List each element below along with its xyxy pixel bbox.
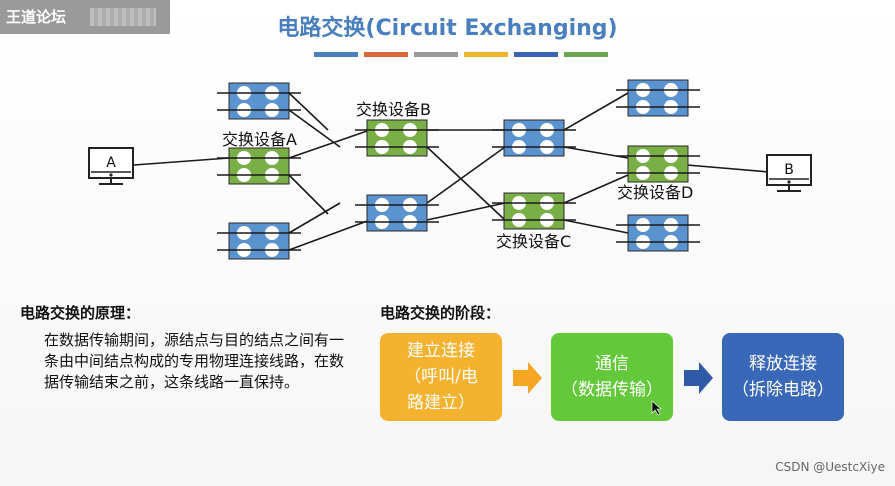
link (288, 219, 371, 251)
link (426, 202, 506, 221)
color-bar-segment (414, 52, 458, 57)
link (426, 146, 506, 221)
stage-release-box: 释放连接 （拆除电路） (722, 333, 844, 421)
host-a: A (88, 147, 134, 185)
link-host-a (133, 157, 230, 166)
stage-setup-line2: （呼叫/电 (404, 367, 478, 387)
labels: 交换设备A 交换设备B 交换设备C 交换设备D (222, 100, 693, 251)
switch-c (492, 192, 576, 230)
stage-transfer-line1: 通信 (595, 354, 629, 374)
switch-d (616, 145, 700, 183)
host-b-power-dot (787, 180, 791, 184)
stage-setup-line1: 建立连接 (407, 341, 475, 361)
color-bar-segment (514, 52, 558, 57)
color-bar-segment (464, 52, 508, 57)
switch-c-label: 交换设备C (496, 232, 571, 251)
link-host-b (686, 164, 770, 173)
switch-left-top (217, 82, 301, 120)
stage-release-line2: （拆除电路） (732, 380, 834, 400)
host-a-label: A (106, 155, 116, 171)
color-bar-segment (564, 52, 608, 57)
stage-transfer-line2: （数据传输） (561, 380, 663, 400)
link (563, 219, 629, 234)
links (133, 92, 770, 251)
switch-left-bottom (217, 222, 301, 260)
watermark-text: 王道论坛 (6, 8, 67, 26)
stage-release-line1: 释放连接 (749, 354, 817, 374)
color-bar-segment (364, 52, 408, 57)
watermark-blur (90, 8, 156, 26)
switch-right-top (616, 79, 700, 117)
principle-heading: 电路交换的原理： (20, 304, 141, 322)
host-a-power-dot (109, 173, 113, 177)
csdn-credit: CSDN @UestcXiye (775, 460, 885, 474)
link (288, 129, 371, 159)
host-b-label: B (784, 162, 794, 178)
switch-d-label: 交换设备D (617, 183, 693, 202)
link (563, 174, 629, 204)
switches (217, 79, 700, 260)
page-title: 电路交换(Circuit Exchanging) (277, 16, 618, 41)
link (288, 109, 341, 148)
switch-mid-bottom (355, 194, 439, 232)
color-bar-segment (314, 52, 358, 57)
switch-mid-top (492, 119, 576, 157)
link (288, 174, 329, 215)
host-b: B (766, 154, 812, 192)
principle-body: 在数据传输期间，源结点与目的结点之间有一条由中间结点构成的专用物理连接线路，在数… (44, 331, 345, 391)
arrow-right-icon (684, 362, 713, 394)
stage-setup-line3: 路建立） (407, 393, 475, 413)
switch-b-label: 交换设备B (356, 100, 431, 119)
switch-a (217, 147, 301, 185)
switch-right-bottom (616, 214, 700, 252)
stages-heading: 电路交换的阶段： (380, 304, 501, 322)
watermark: 王道论坛 (0, 0, 170, 34)
stage-transfer-box: 通信 （数据传输） (551, 333, 673, 421)
link (563, 92, 629, 131)
link (288, 92, 329, 131)
stage-setup-box: 建立连接 （呼叫/电 路建立） (380, 333, 502, 421)
switch-b (355, 119, 439, 157)
arrow-right-icon (513, 362, 542, 394)
link (426, 146, 506, 204)
switch-a-label: 交换设备A (222, 130, 297, 149)
link (288, 202, 341, 234)
